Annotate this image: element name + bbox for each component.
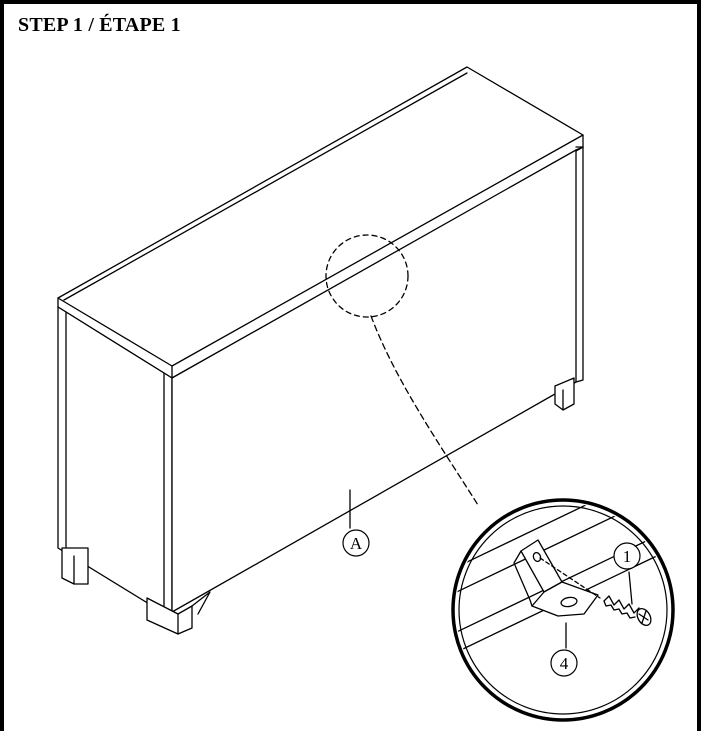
- bracket-label: 4: [550, 649, 578, 677]
- screw-label: 1: [613, 542, 641, 570]
- corner-bracket: [513, 539, 599, 617]
- cabinet-legs: [61, 377, 575, 635]
- back-panel-a: [171, 146, 584, 613]
- screw-label-text: 1: [623, 547, 632, 566]
- detail-leader-line: [370, 315, 479, 506]
- magnified-detail: [451, 498, 675, 722]
- step-title: STEP 1 / ÉTAPE 1: [18, 14, 181, 36]
- wood-screw: [539, 557, 652, 627]
- detail-indicator-circle: [325, 234, 409, 318]
- panel-a-label: A: [342, 529, 370, 557]
- bracket-label-text: 4: [560, 654, 569, 673]
- cabinet-side-panel: [57, 306, 173, 619]
- panel-a-label-text: A: [350, 534, 363, 553]
